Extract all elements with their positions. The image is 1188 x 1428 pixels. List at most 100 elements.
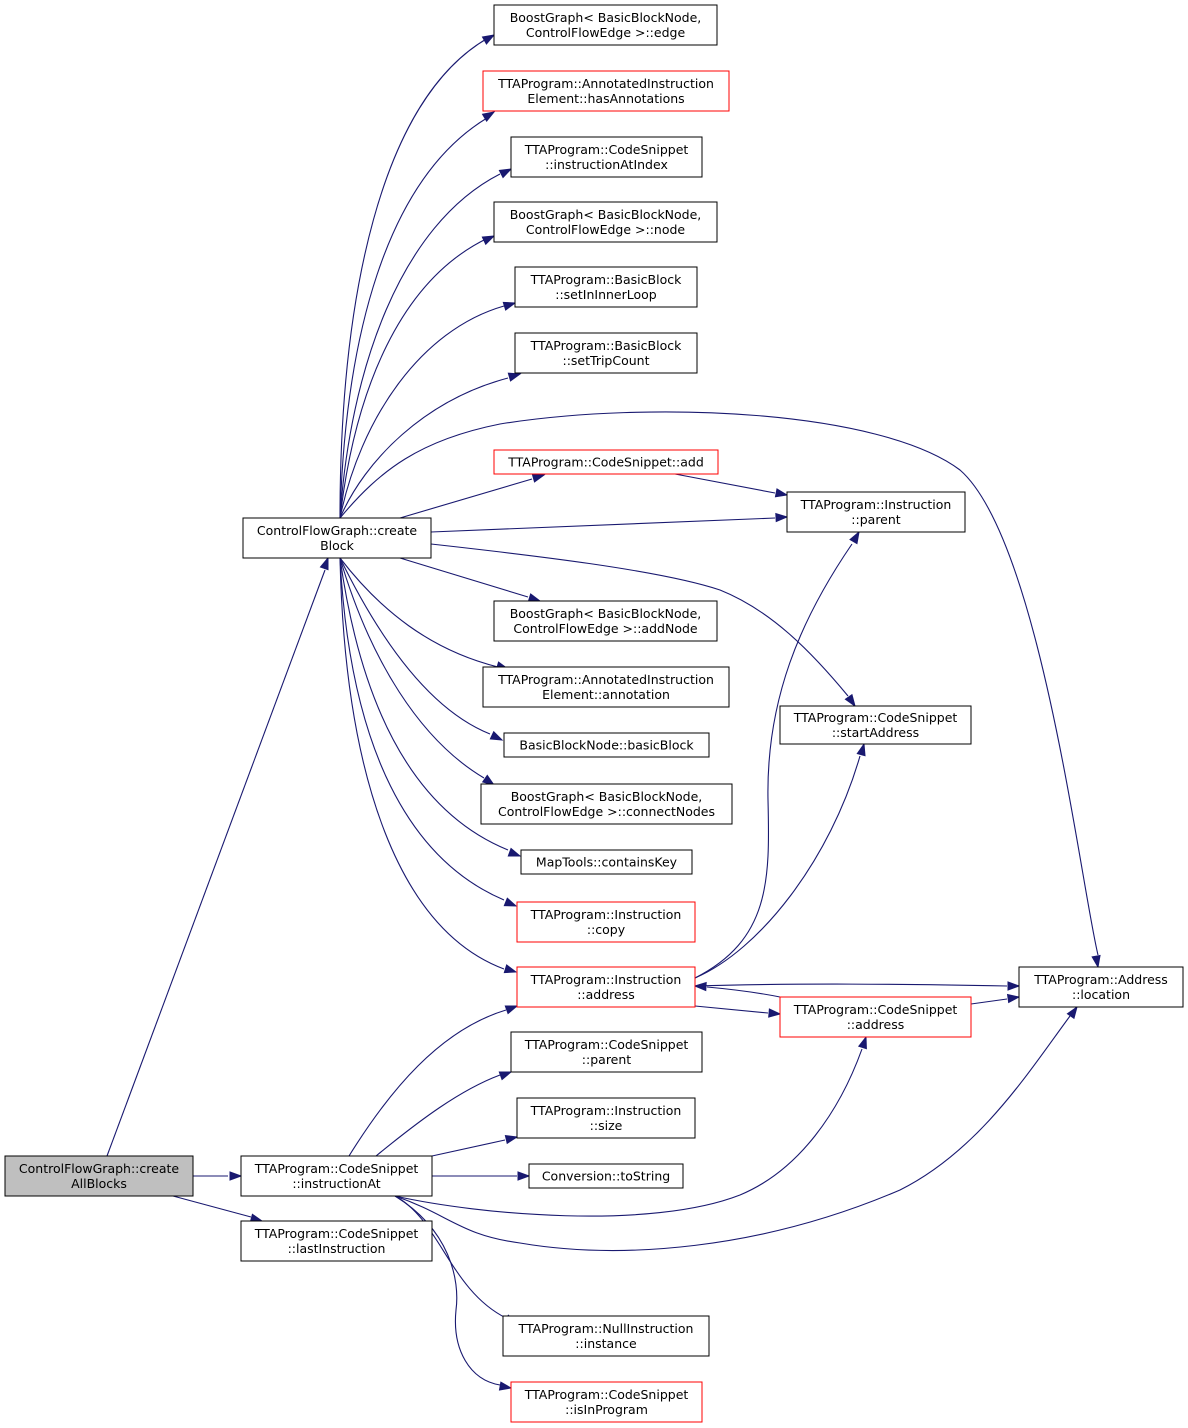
node-label: ::instructionAtIndex — [545, 157, 668, 172]
edge-line — [339, 37, 489, 519]
edge-createBlock-to-csAdd — [399, 473, 546, 519]
node-label: TTAProgram::CodeSnippet — [254, 1226, 419, 1241]
node-label: AllBlocks — [71, 1176, 127, 1191]
node-node[interactable]: BoostGraph< BasicBlockNode,ControlFlowEd… — [493, 201, 718, 243]
node-label: ControlFlowEdge >::node — [526, 222, 686, 237]
node-box — [503, 732, 710, 758]
edge-instrAddress-to-location — [694, 981, 1021, 991]
edge-line — [348, 1009, 507, 1157]
node-instructionAtIndex[interactable]: TTAProgram::CodeSnippet::instructionAtIn… — [510, 136, 703, 178]
node-label: ControlFlowEdge >::edge — [526, 25, 686, 40]
node-label: TTAProgram::BasicBlock — [530, 272, 682, 287]
node-box — [482, 70, 730, 112]
node-toString[interactable]: Conversion::toString — [528, 1163, 684, 1189]
edge-instructionAt-to-toString — [432, 1171, 531, 1181]
arrowhead-icon — [1006, 993, 1021, 1004]
arrowhead-icon — [774, 488, 789, 498]
node-label: ::address — [577, 987, 635, 1002]
arrowhead-icon — [507, 372, 522, 382]
edge-csAdd-to-instrParent — [674, 473, 789, 498]
node-label: TTAProgram::Instruction — [530, 972, 682, 987]
edge-createBlock-to-edge — [339, 34, 496, 519]
node-label: TTAProgram::CodeSnippet — [254, 1161, 419, 1176]
edge-createBlock-to-connectNodes — [339, 557, 496, 786]
node-instrAddress[interactable]: TTAProgram::Instruction::address — [516, 966, 696, 1008]
node-label: TTAProgram::NullInstruction — [518, 1321, 694, 1336]
node-location[interactable]: TTAProgram::Address::location — [1018, 966, 1184, 1008]
node-label: ::parent — [851, 512, 900, 527]
node-box — [516, 901, 696, 943]
node-edge[interactable]: BoostGraph< BasicBlockNode,ControlFlowEd… — [493, 4, 718, 46]
edge-instructionAt-to-csParent — [375, 1071, 513, 1157]
edge-createAllBlocks-to-createBlock — [106, 556, 329, 1157]
node-instrCopy[interactable]: TTAProgram::Instruction::copy — [516, 901, 696, 943]
edge-line — [339, 411, 1099, 956]
node-basicBlock[interactable]: BasicBlockNode::basicBlock — [503, 732, 710, 758]
node-instructionAt[interactable]: TTAProgram::CodeSnippet::instructionAt — [240, 1155, 433, 1197]
node-nullInstance[interactable]: TTAProgram::NullInstruction::instance — [502, 1315, 710, 1357]
node-box — [1018, 966, 1184, 1008]
node-instrParent[interactable]: TTAProgram::Instruction::parent — [786, 491, 966, 533]
node-box — [493, 449, 719, 475]
arrowhead-icon — [775, 512, 789, 523]
node-box — [510, 136, 703, 178]
node-csParent[interactable]: TTAProgram::CodeSnippet::parent — [510, 1031, 703, 1073]
node-lastInstruction[interactable]: TTAProgram::CodeSnippet::lastInstruction — [240, 1220, 433, 1262]
node-box — [510, 1031, 703, 1073]
node-label: ::lastInstruction — [288, 1241, 386, 1256]
arrowhead-icon — [531, 473, 546, 483]
node-label: TTAProgram::Instruction — [530, 907, 682, 922]
arrowhead-icon — [319, 556, 329, 571]
node-label: TTAProgram::BasicBlock — [530, 338, 682, 353]
node-addNode[interactable]: BoostGraph< BasicBlockNode,ControlFlowEd… — [493, 600, 718, 642]
node-label: ControlFlowGraph::create — [19, 1161, 179, 1176]
edge-createAllBlocks-to-instructionAt — [193, 1171, 243, 1181]
node-label: Element::hasAnnotations — [527, 91, 684, 106]
edge-instructionAt-to-instrAddress — [348, 1005, 519, 1157]
edge-line — [394, 1048, 863, 1217]
node-annotation[interactable]: TTAProgram::AnnotatedInstructionElement:… — [482, 666, 730, 708]
node-label: MapTools::containsKey — [536, 855, 678, 870]
arrowhead-icon — [693, 981, 707, 992]
edge-line — [399, 557, 529, 598]
edge-instructionAt-to-csAddress — [394, 1035, 867, 1217]
node-csAdd[interactable]: TTAProgram::CodeSnippet::add — [493, 449, 719, 475]
edge-createBlock-to-instrParent — [430, 512, 789, 533]
edge-createBlock-to-addNode — [399, 557, 542, 603]
node-isInProgram[interactable]: TTAProgram::CodeSnippet::isInProgram — [510, 1381, 703, 1423]
arrowhead-icon — [498, 1071, 513, 1081]
node-connectNodes[interactable]: BoostGraph< BasicBlockNode,ControlFlowEd… — [480, 783, 733, 825]
node-startAddress[interactable]: TTAProgram::CodeSnippet::startAddress — [779, 705, 972, 745]
edge-line — [106, 569, 326, 1157]
node-label: ::parent — [582, 1052, 631, 1067]
node-instrSize[interactable]: TTAProgram::Instruction::size — [516, 1097, 696, 1139]
edge-createBlock-to-location — [339, 411, 1101, 969]
node-box — [493, 4, 718, 46]
arrowhead-icon — [481, 34, 496, 45]
node-containsKey[interactable]: MapTools::containsKey — [520, 849, 693, 875]
node-box — [480, 783, 733, 825]
arrowhead-icon — [503, 964, 518, 974]
edge-createBlock-to-hasAnnotations — [339, 111, 496, 519]
node-hasAnnotations[interactable]: TTAProgram::AnnotatedInstructionElement:… — [482, 70, 730, 112]
node-setInInnerLoop[interactable]: TTAProgram::BasicBlock::setInInnerLoop — [514, 266, 698, 308]
arrowhead-icon — [1091, 954, 1101, 969]
edge-line — [339, 117, 488, 519]
node-label: BoostGraph< BasicBlockNode, — [510, 606, 702, 621]
node-label: TTAProgram::Instruction — [800, 497, 952, 512]
edge-line — [375, 1074, 501, 1157]
node-csAddress[interactable]: TTAProgram::CodeSnippet::address — [779, 996, 972, 1038]
edge-line — [970, 998, 1008, 1005]
edge-createBlock-to-instrAddress — [339, 557, 518, 974]
node-box — [242, 517, 432, 559]
node-setTripCount[interactable]: TTAProgram::BasicBlock::setTripCount — [514, 332, 698, 374]
arrowhead-icon — [481, 235, 496, 246]
node-label: TTAProgram::AnnotatedInstruction — [497, 672, 714, 687]
edge-line — [339, 305, 505, 519]
node-label: Element::annotation — [542, 687, 670, 702]
arrowhead-icon — [481, 111, 496, 122]
node-label: TTAProgram::CodeSnippet — [524, 1037, 689, 1052]
